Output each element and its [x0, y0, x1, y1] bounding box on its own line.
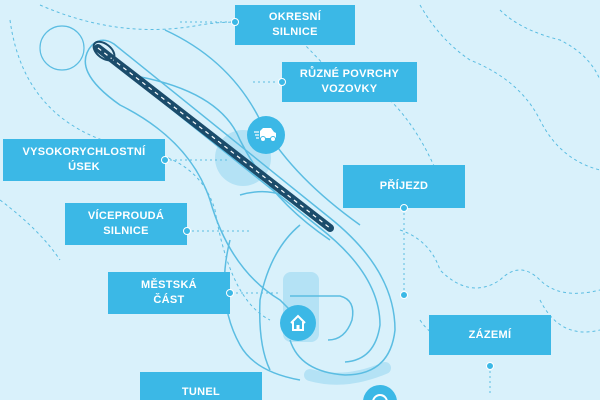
label-viceproud: VÍCEPROUDÁ SILNICE — [65, 203, 187, 245]
leader-dot — [400, 204, 408, 212]
leader-lines — [165, 21, 491, 395]
label-prijezd: PŘÍJEZD — [343, 165, 465, 208]
house-glyph — [290, 314, 306, 331]
label-tunel: TUNEL — [140, 372, 262, 400]
leader-dot — [231, 18, 239, 26]
leader-dot — [486, 362, 494, 370]
car-glyph — [254, 128, 276, 142]
circle-plot — [39, 25, 85, 71]
leader-dot — [183, 227, 191, 235]
label-zazemi: ZÁZEMÍ — [429, 315, 551, 355]
label-ruzne-povrchy: RŮZNÉ POVRCHY VOZOVKY — [282, 62, 417, 102]
steering-wheel-icon — [363, 385, 397, 400]
label-vysokorychlostni: VYSOKORYCHLOSTNÍ ÚSEK — [3, 139, 165, 181]
leader-dot — [226, 289, 234, 297]
highway-centerline — [97, 47, 331, 229]
tunnel-zone — [304, 362, 391, 385]
car-icon — [247, 116, 285, 154]
highway-loop — [92, 40, 116, 62]
leader-dot — [161, 156, 169, 164]
leader-dot — [278, 78, 286, 86]
label-mestska: MĚSTSKÁ ČÁST — [108, 272, 230, 314]
leader-dot — [400, 291, 408, 299]
house-icon — [280, 305, 316, 341]
label-okresni-silnice: OKRESNÍ SILNICE — [235, 5, 355, 45]
steering-wheel-glyph — [372, 394, 388, 400]
